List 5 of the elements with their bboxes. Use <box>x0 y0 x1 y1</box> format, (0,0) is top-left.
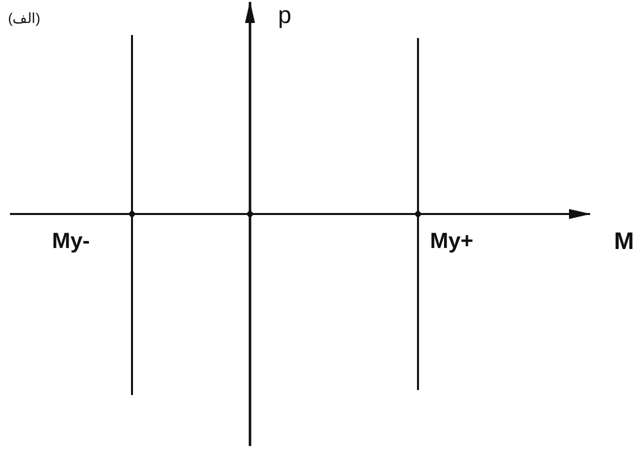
tick-label: My- <box>52 228 90 254</box>
tick-label: My+ <box>430 228 474 254</box>
panel-label: (الف) <box>8 10 40 26</box>
axis-label: p <box>278 2 292 30</box>
axis-label: M <box>614 228 634 256</box>
